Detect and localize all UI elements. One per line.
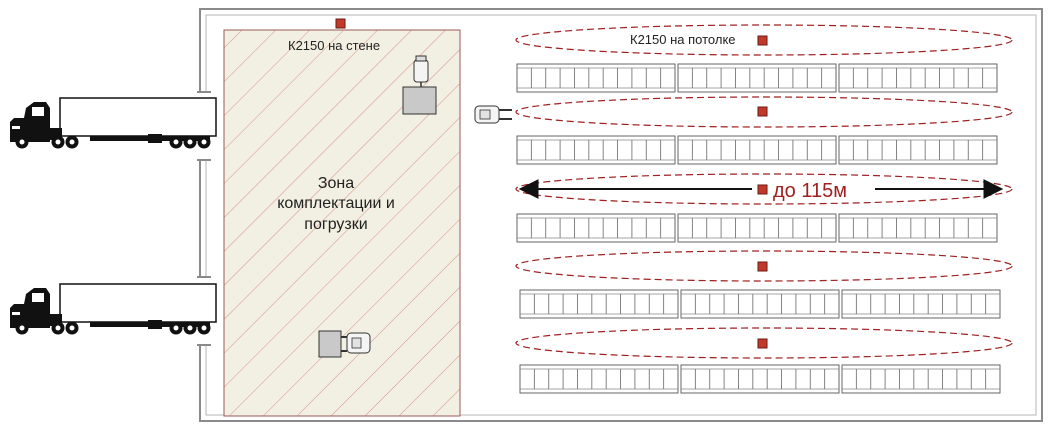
rack-row <box>516 135 998 165</box>
coverage-zone <box>515 24 1013 56</box>
forklift-icon <box>318 330 371 358</box>
ceiling-sensor-label: К2150 на потолке <box>630 32 736 47</box>
pallet-with-load <box>402 55 437 115</box>
sensor-square-icon <box>757 261 768 272</box>
range-arrow: до 115м <box>518 179 1004 202</box>
zone-label: Зона комплектации и погрузки <box>277 175 395 233</box>
ceiling-coverage-zones <box>515 24 1013 359</box>
sensor-square-icon <box>757 338 768 349</box>
coverage-zone <box>515 250 1013 282</box>
range-label: до 115м <box>773 180 847 202</box>
rack-row <box>516 213 998 243</box>
truck-icon <box>10 97 217 149</box>
storage-racks <box>516 63 1001 394</box>
coverage-zone <box>515 173 1013 205</box>
zone-label-line1: Зона <box>318 175 354 192</box>
zone-label-line3: погрузки <box>304 216 367 233</box>
ceiling-sensors <box>757 35 768 349</box>
coverage-zone <box>515 327 1013 359</box>
rack-row <box>519 364 1001 394</box>
wall-sensor-label: К2150 на стене <box>288 38 380 53</box>
sensor-square-icon <box>757 35 768 46</box>
coverage-zone <box>515 96 1013 128</box>
sensor-square-icon <box>757 106 768 117</box>
forklift-icon <box>474 105 512 124</box>
sensor-square-icon <box>335 18 346 29</box>
zone-label-line2: комплектации и <box>277 195 395 212</box>
rack-row <box>519 289 1001 319</box>
sensor-square-icon <box>757 184 768 195</box>
rack-row <box>516 63 998 93</box>
truck-icon <box>10 283 217 335</box>
